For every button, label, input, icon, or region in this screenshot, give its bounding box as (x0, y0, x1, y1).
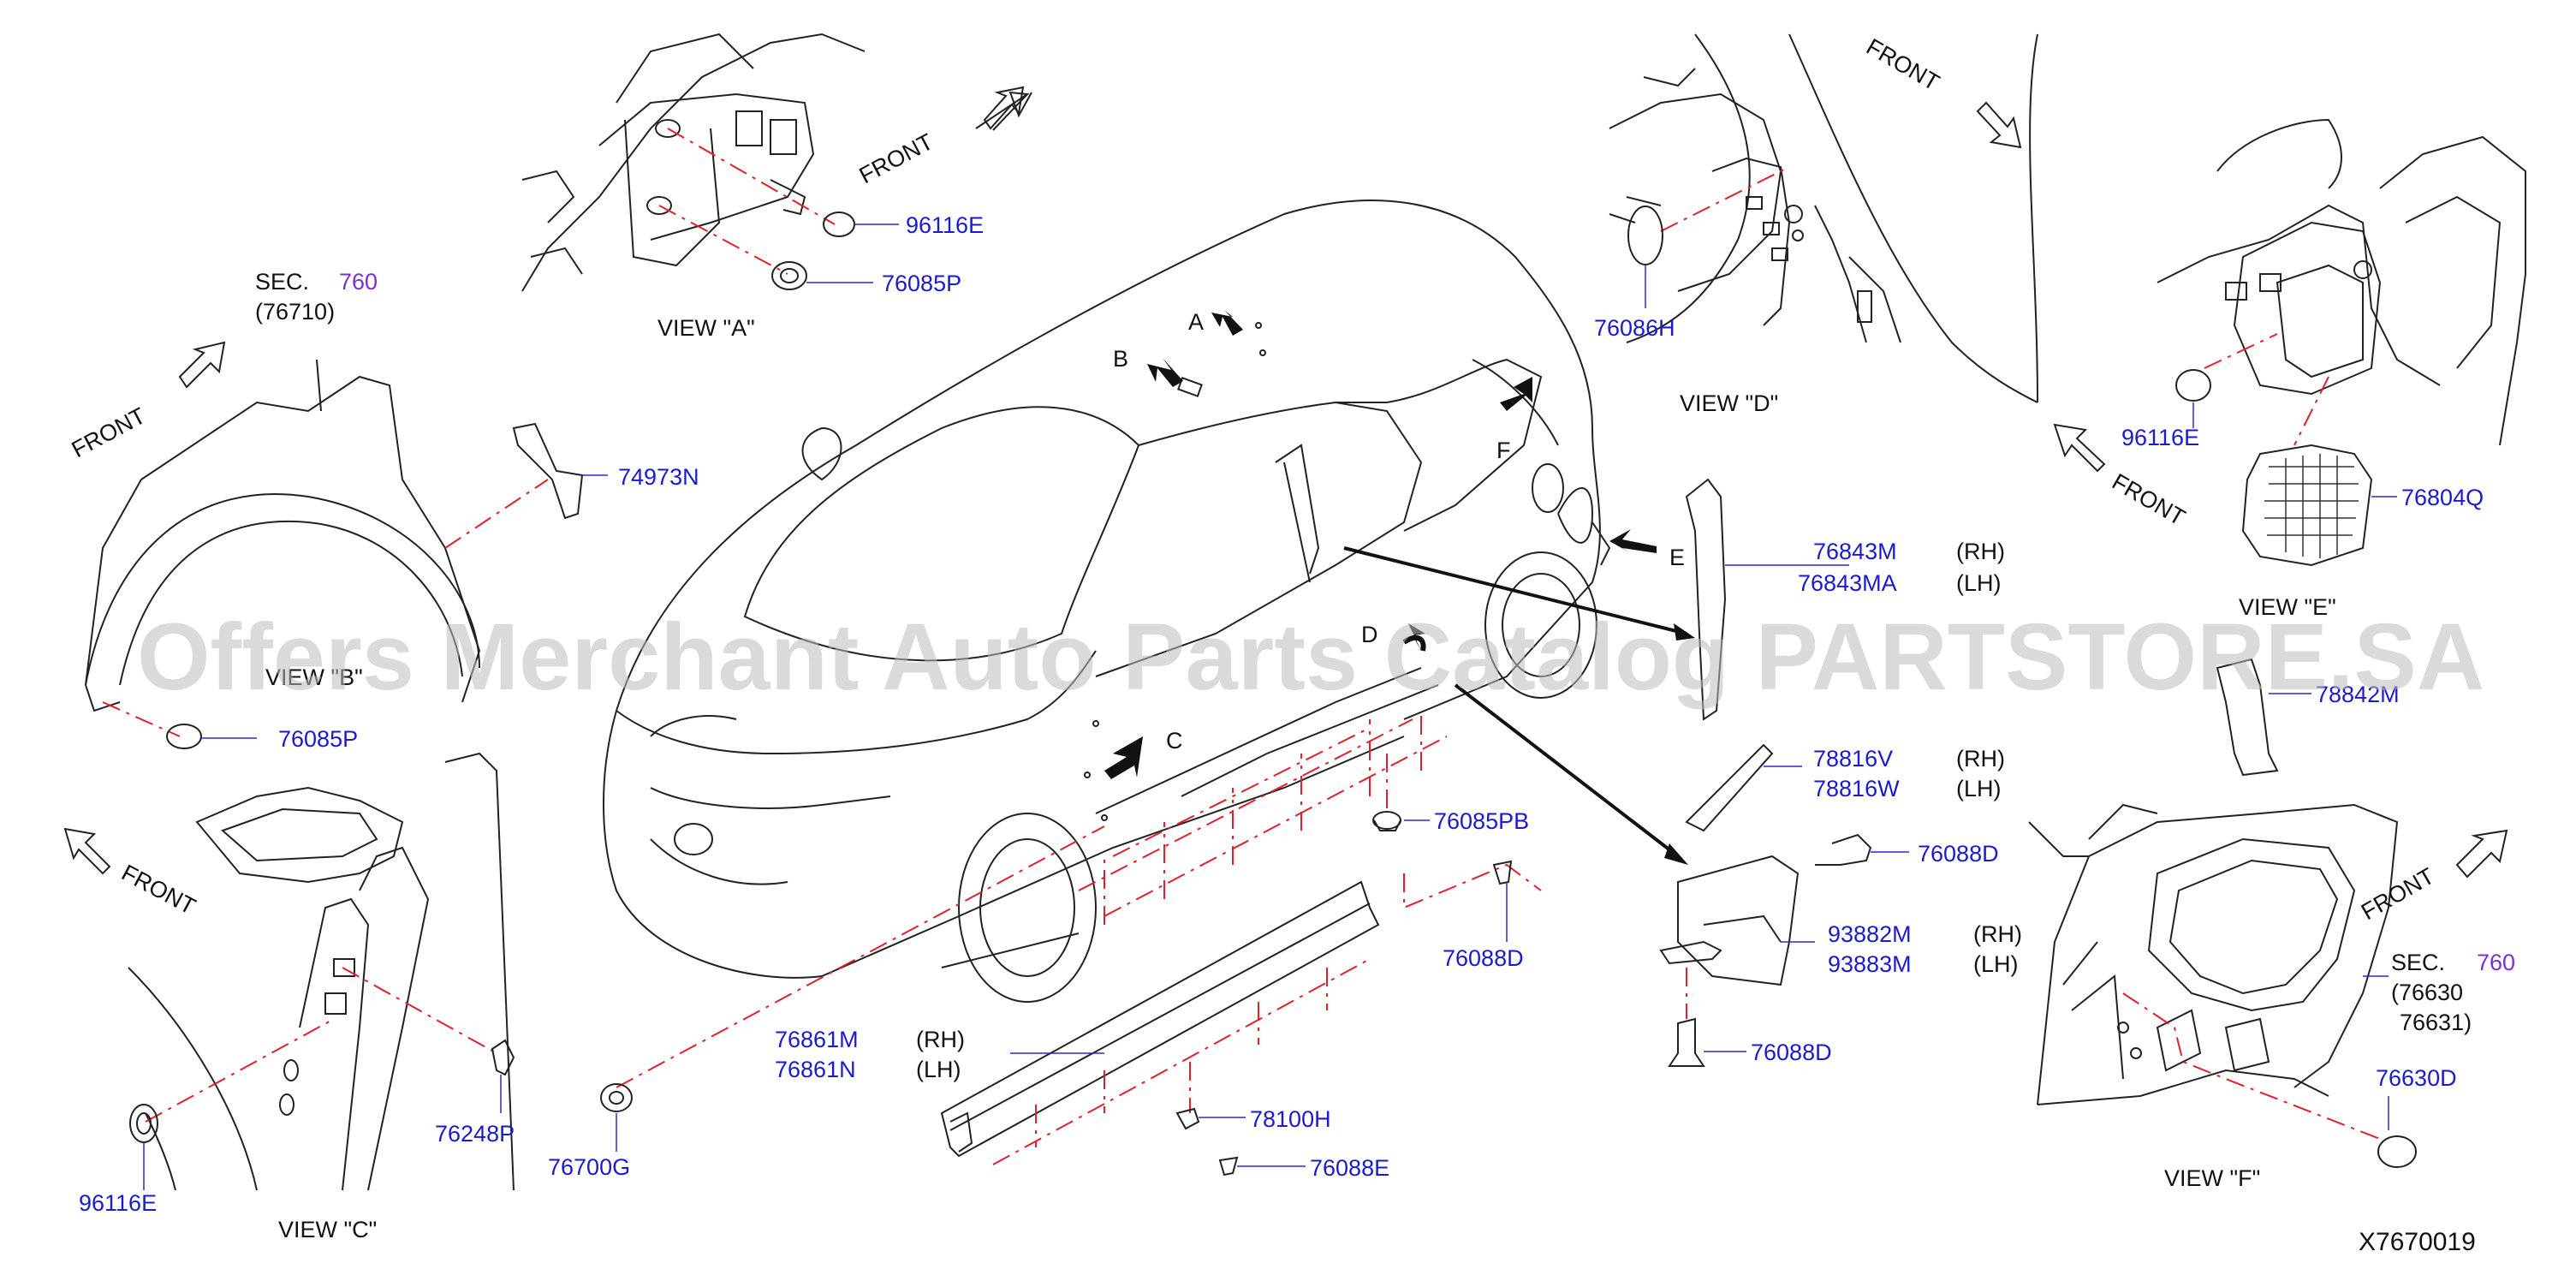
front-label-e: FRONT (2108, 468, 2190, 530)
part-label-93883M[interactable]: 93883M (1828, 951, 1912, 977)
part-label-78100H[interactable]: 78100H (1250, 1106, 1331, 1132)
part-label-96116E-e[interactable]: 96116E (2121, 425, 2199, 450)
part-label-76804Q[interactable]: 76804Q (2401, 485, 2484, 510)
view-f-caption: VIEW "F" (2164, 1165, 2260, 1191)
part-label-96116E-a: 96116E (906, 212, 984, 238)
callout-b[interactable]: B (1113, 346, 1128, 372)
callout-d[interactable]: D (1361, 622, 1378, 647)
part-label-76248P[interactable]: 76248P (435, 1121, 515, 1147)
part-label-76085P-a: 76085P (882, 271, 961, 296)
sec-number-left[interactable]: 760 (339, 269, 378, 295)
callout-arrows (1104, 310, 1657, 779)
leader-arrows (1343, 546, 1695, 865)
sec-ref-left: (76710) (255, 299, 335, 325)
side-parts-illustration (1659, 478, 1909, 1067)
front-label-a: FRONT (855, 128, 937, 188)
part-label-76088E[interactable]: 76088E (1310, 1155, 1389, 1181)
view-c-illustration (63, 752, 515, 1191)
sec-number-right[interactable]: 760 (2477, 950, 2515, 975)
lh-label-78816: (LH) (1956, 776, 2002, 801)
part-label-76086H[interactable]: 76086H (1594, 315, 1675, 341)
view-a-illustration (521, 33, 1032, 292)
view-a-caption: VIEW "A" (657, 315, 755, 341)
part-label-76861M[interactable]: 76861M (775, 1027, 859, 1052)
part-label-78842M[interactable]: 78842M (2316, 682, 2400, 707)
rocker-panel-illustration (600, 711, 1542, 1177)
view-d-illustration (1609, 33, 2038, 403)
bracket-78842M-illustration (2216, 658, 2311, 777)
callout-f[interactable]: F (1496, 438, 1511, 463)
part-label-76088D-a[interactable]: 76088D (1443, 945, 1524, 971)
watermark: Offers Merchant Auto Parts Catalog PARTS… (137, 605, 2484, 710)
part-label-76630D[interactable]: 76630D (2376, 1065, 2457, 1091)
sec-ref-right-1: (76630 (2391, 980, 2463, 1005)
part-label-76843M[interactable]: 76843M (1813, 539, 1897, 564)
diagram-id: X7670019 (2359, 1228, 2476, 1256)
callout-a[interactable]: A (1188, 309, 1204, 335)
part-label-93882M[interactable]: 93882M (1828, 921, 1912, 947)
part-label-74973N[interactable]: 74973N (618, 464, 699, 490)
rh-label-76861: (RH) (916, 1027, 965, 1052)
view-e-illustration (2053, 118, 2526, 567)
view-d-caption: VIEW "D" (1680, 390, 1778, 416)
view-c-caption: VIEW "C" (278, 1217, 377, 1242)
rh-label-78816: (RH) (1956, 746, 2005, 772)
part-label-76088D-b[interactable]: 76088D (1918, 841, 1999, 867)
part-label-76085PB[interactable]: 76085PB (1434, 808, 1529, 834)
front-label-b: FRONT (68, 402, 150, 462)
lh-label-76843: (LH) (1956, 570, 2002, 596)
view-e-caption: VIEW "E" (2239, 594, 2336, 620)
sec-ref-right-2: 76631) (2400, 1010, 2472, 1035)
callout-c[interactable]: C (1166, 728, 1183, 754)
part-label-76085P-b[interactable]: 76085P (278, 726, 358, 752)
part-label-96116E-c[interactable]: 96116E (79, 1190, 157, 1216)
rh-label-9388: (RH) (1973, 921, 2022, 947)
lh-label-76861: (LH) (916, 1057, 961, 1082)
part-label-76088D-c[interactable]: 76088D (1751, 1040, 1832, 1065)
front-label-d: FRONT (1862, 33, 1944, 95)
lh-label-9388: (LH) (1973, 951, 2019, 977)
view-b-caption: VIEW "B" (265, 664, 363, 690)
front-label-f: FRONT (2357, 863, 2439, 925)
part-label-78816V[interactable]: 78816V (1813, 746, 1893, 772)
view-b-fender-illustration (85, 341, 608, 749)
callout-e[interactable]: E (1669, 545, 1685, 570)
part-label-76700G[interactable]: 76700G (548, 1154, 630, 1180)
part-label-76861N[interactable]: 76861N (775, 1057, 856, 1082)
front-label-c: FRONT (117, 860, 199, 920)
car-body-illustration (603, 200, 1611, 1003)
part-label-78816W[interactable]: 78816W (1813, 776, 1900, 801)
rh-label-76843: (RH) (1956, 539, 2005, 564)
sec-label-left: SEC. (255, 269, 309, 295)
view-f-illustration (2028, 803, 2508, 1168)
sec-label-right: SEC. (2391, 950, 2445, 975)
part-label-76843MA[interactable]: 76843MA (1798, 570, 1897, 596)
